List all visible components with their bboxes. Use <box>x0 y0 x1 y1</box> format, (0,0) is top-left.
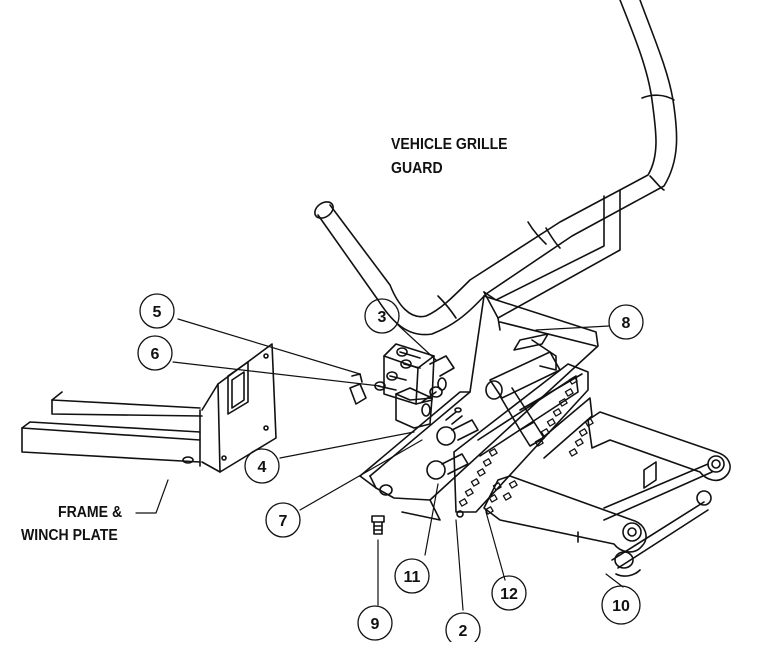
grille-guard <box>314 0 678 336</box>
callout-9-number: 9 <box>371 616 380 633</box>
callout-8-circle <box>608 304 644 340</box>
callout-7-number: 7 <box>279 513 288 530</box>
hitch-arm-assembly <box>483 411 731 577</box>
slotted-plates <box>453 363 593 518</box>
callout-10-number: 10 <box>612 598 630 615</box>
callout-4-number: 4 <box>258 459 267 476</box>
callout-2-circle <box>445 612 481 647</box>
grille-guard-label-line2: GUARD <box>391 160 443 177</box>
callout-11-circle <box>394 558 430 594</box>
callout-4-circle <box>244 448 280 484</box>
callout-2-number: 2 <box>459 623 468 640</box>
callout-5-number: 5 <box>153 304 162 321</box>
bolt-set <box>349 347 421 405</box>
callout-9-circle <box>357 605 393 641</box>
callout-3-number: 3 <box>378 309 387 326</box>
callout-12-number: 12 <box>500 586 518 603</box>
frame-label-line1: FRAME & <box>58 504 123 521</box>
callout-8-number: 8 <box>622 315 631 332</box>
callout-11-number: 11 <box>404 569 421 586</box>
callout-5-circle <box>139 293 175 329</box>
frame-label-line2: WINCH PLATE <box>21 527 118 544</box>
callout-3-circle <box>364 298 400 334</box>
callout-circles <box>137 293 644 647</box>
callout-12-circle <box>491 575 527 611</box>
callout-6-circle <box>137 335 173 371</box>
grille-guard-label: VEHICLE GRILLE GUARD <box>391 133 508 181</box>
callout-7-circle <box>265 502 301 538</box>
grille-guard-label-line1: VEHICLE GRILLE <box>391 136 508 153</box>
frame-winch-plate <box>21 343 277 473</box>
leader-lines <box>135 318 624 611</box>
callout-numbers: 5 6 3 8 4 7 11 12 10 9 2 <box>151 304 631 640</box>
hex-bolt <box>371 515 385 535</box>
callout-6-number: 6 <box>151 346 160 363</box>
clevis-brackets <box>383 343 455 429</box>
mount-bracket <box>359 295 599 521</box>
callout-10-circle <box>601 585 641 625</box>
